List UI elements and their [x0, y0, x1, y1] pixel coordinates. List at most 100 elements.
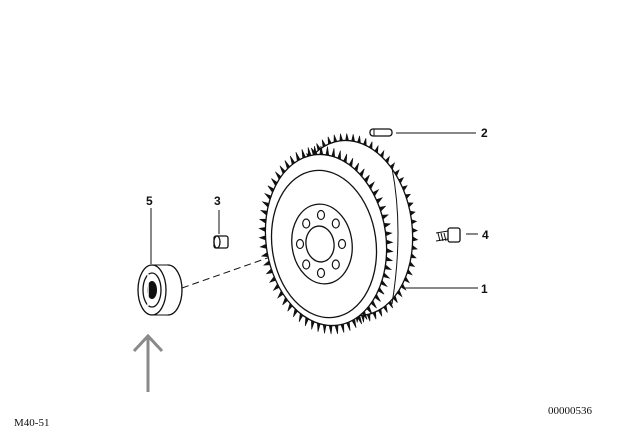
gear-tooth	[388, 300, 393, 309]
gear-tooth	[295, 152, 301, 162]
gear-tooth	[377, 308, 383, 317]
gear-tooth	[327, 136, 332, 145]
flywheel	[258, 133, 419, 335]
bolt-hole	[331, 218, 340, 229]
gear-tooth	[258, 218, 267, 224]
gear-tooth	[258, 227, 266, 233]
ball-bearing	[137, 264, 183, 316]
callout-3: 3	[214, 194, 221, 208]
flywheel-bolt	[435, 227, 461, 243]
gear-tooth	[293, 308, 299, 318]
gear-tooth	[307, 147, 312, 157]
gear-tooth	[345, 133, 349, 141]
bolt-hole	[316, 267, 326, 279]
gear-tooth	[374, 293, 381, 302]
gear-tooth	[379, 205, 387, 212]
gear-tooth	[381, 214, 389, 220]
bolt-hole	[302, 259, 311, 270]
gear-tooth	[386, 247, 394, 253]
flywheel-ring-gear-teeth	[258, 145, 394, 335]
gear-tooth	[375, 197, 384, 204]
gear-tooth	[384, 264, 393, 271]
bolt-hole	[337, 238, 347, 250]
gear-tooth	[404, 193, 411, 200]
gear-tooth	[379, 149, 385, 159]
gear-tooth	[406, 268, 413, 276]
gear-tooth	[279, 165, 286, 175]
gear-tooth	[264, 192, 272, 201]
gear-tooth	[284, 160, 291, 170]
gear-tooth	[366, 305, 373, 315]
gear-tooth	[319, 145, 324, 155]
bolt-hole	[295, 238, 305, 250]
gear-tooth	[321, 139, 327, 148]
callout-2: 2	[481, 126, 488, 140]
gear-tooth	[325, 146, 330, 156]
gear-tooth	[372, 188, 380, 197]
gear-tooth	[337, 150, 341, 160]
gear-tooth	[368, 141, 373, 150]
part-number: 00000536	[548, 405, 593, 417]
gear-tooth	[277, 290, 284, 299]
gear-tooth	[359, 168, 365, 178]
gear-tooth	[385, 239, 394, 245]
gear-tooth	[261, 201, 270, 208]
gear-tooth	[351, 134, 355, 142]
gear-tooth	[363, 138, 367, 147]
gear-tooth	[282, 296, 289, 306]
gear-tooth	[374, 144, 379, 154]
gear-tooth	[272, 283, 280, 292]
gear-tooth	[313, 146, 318, 156]
gear-tooth	[259, 243, 267, 249]
gear-tooth	[301, 149, 306, 159]
gear-tooth	[396, 289, 403, 298]
gear-tooth	[322, 324, 327, 334]
flywheel-bolt-holes	[295, 209, 347, 279]
callout-4: 4	[482, 228, 489, 242]
gear-tooth	[411, 244, 418, 250]
gear-tooth	[366, 313, 371, 322]
gear-tooth	[316, 143, 321, 152]
gear-tooth	[392, 295, 398, 303]
gear-tooth	[343, 153, 348, 164]
assembly-axis	[181, 235, 331, 289]
gear-tooth	[394, 169, 400, 177]
gear-tooth	[380, 279, 388, 288]
gear-tooth	[408, 261, 416, 267]
gear-tooth	[409, 210, 416, 216]
diagram-code: M40-51	[14, 417, 49, 429]
gear-tooth	[407, 202, 414, 208]
bolt-hole	[331, 259, 340, 270]
gear-tooth	[289, 155, 296, 166]
gear-tooth	[383, 304, 388, 313]
gear-tooth	[398, 177, 405, 184]
gear-tooth	[265, 268, 273, 275]
gear-tooth	[346, 321, 351, 331]
gear-tooth	[385, 231, 393, 237]
callout-5: 5	[146, 194, 153, 208]
gear-tooth	[385, 256, 394, 262]
gear-tooth	[311, 320, 315, 330]
gear-tooth	[339, 133, 344, 142]
gear-tooth	[356, 314, 363, 325]
gear-tooth	[259, 209, 268, 216]
gear-tooth	[411, 227, 419, 233]
dowel-pin	[369, 128, 393, 137]
bushing	[213, 235, 229, 249]
gear-tooth	[382, 272, 391, 279]
gear-tooth	[333, 134, 338, 143]
bolt-hole	[316, 209, 326, 221]
gear-tooth	[287, 302, 293, 312]
gear-tooth	[348, 157, 354, 168]
gear-tooth	[412, 236, 419, 242]
callout-1: 1	[481, 282, 488, 296]
gear-tooth	[372, 311, 377, 320]
gear-tooth	[271, 178, 278, 187]
gear-tooth	[411, 219, 418, 225]
gear-tooth	[370, 299, 377, 309]
gear-tooth	[298, 312, 304, 323]
gear-tooth	[383, 222, 392, 229]
gear-tooth	[328, 325, 333, 335]
gear-tooth	[410, 252, 417, 259]
